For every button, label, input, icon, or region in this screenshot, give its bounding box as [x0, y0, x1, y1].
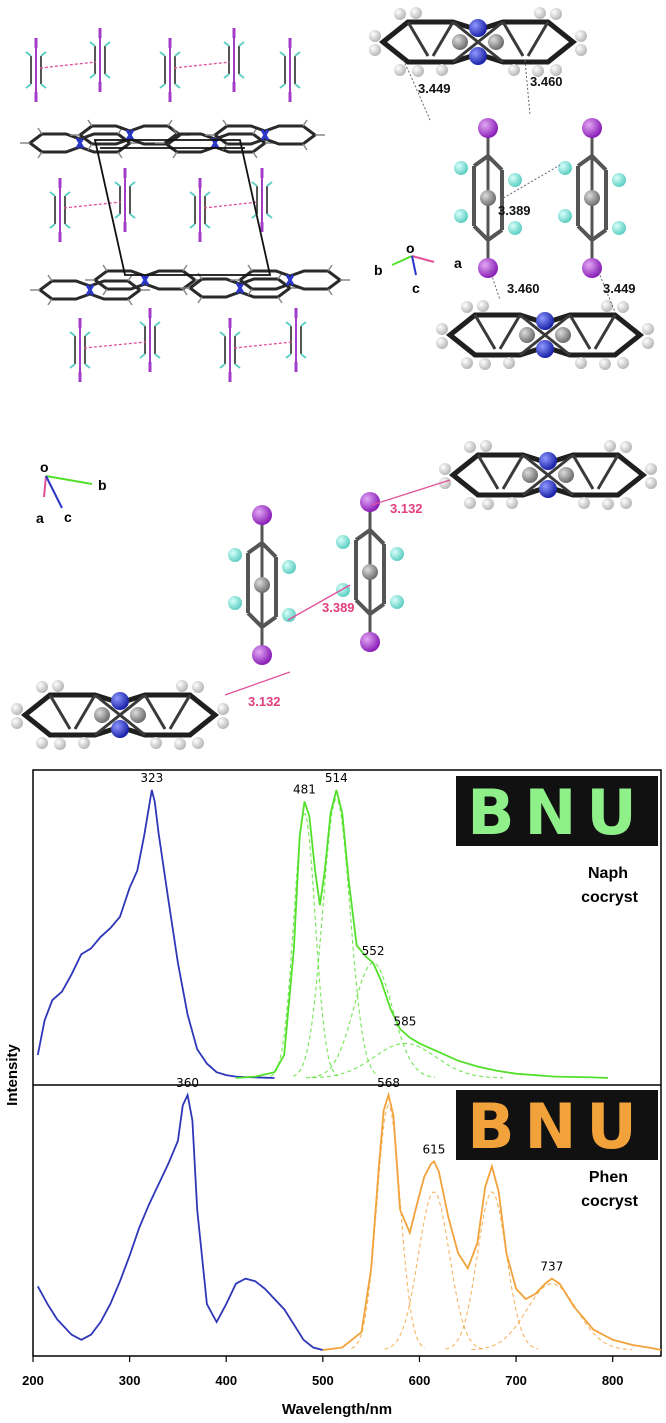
- x-tick-label: 600: [409, 1373, 431, 1388]
- axis-label-b-c: b: [98, 477, 107, 493]
- peak-label-360: 360: [176, 1076, 199, 1090]
- molecule-top: [369, 7, 587, 77]
- x-tick-label: 800: [602, 1373, 624, 1388]
- axis-label-a-c: a: [36, 510, 44, 526]
- x-axis-label: Wavelength/nm: [282, 1401, 392, 1418]
- distance-label-b1: 3.449: [418, 81, 451, 96]
- excitation-trace-phen: [37, 1092, 324, 1351]
- fit-component-naph-481: [270, 812, 339, 1077]
- peak-label-737: 737: [540, 1260, 563, 1274]
- excitation-trace-naph: [36, 789, 275, 1079]
- packing-diagram: [18, 26, 352, 384]
- sample-label-line1: Phen: [589, 1169, 628, 1186]
- bnu-badge-text: BNU: [467, 1090, 647, 1163]
- emission-trace-naph: [235, 789, 608, 1079]
- sample-label-line2: cocryst: [581, 1193, 639, 1210]
- peak-label-585: 585: [394, 1014, 417, 1028]
- peak-label-323: 323: [140, 771, 163, 785]
- axis-label-o-c: o: [40, 459, 49, 475]
- molecule-row-2: [28, 263, 352, 307]
- x-tick-label: 500: [312, 1373, 334, 1388]
- x-tick-label: 300: [119, 1373, 141, 1388]
- peak-label-514: 514: [325, 771, 348, 785]
- molecule-right: [439, 440, 657, 510]
- dfb-row-bottom: [68, 306, 308, 384]
- axis-label-c-c: c: [64, 509, 72, 525]
- axis-label-a-b: a: [454, 255, 462, 271]
- axis-triad-c: o b a c: [36, 459, 107, 526]
- sample-label-line1: Naph: [588, 865, 628, 882]
- peak-label-615: 615: [423, 1142, 446, 1156]
- fit-component-naph-552: [311, 962, 435, 1078]
- fit-component-phen-615: [384, 1191, 484, 1350]
- peak-label-552: 552: [362, 944, 385, 958]
- unit-cell: [93, 139, 272, 276]
- peak-label-568: 568: [377, 1076, 400, 1090]
- axis-label-b-b: b: [374, 262, 383, 278]
- dfb-left: [452, 116, 524, 280]
- axis-label-c-b: c: [412, 280, 420, 296]
- dfb-row-middle: [48, 166, 274, 244]
- axis-triad-b: o b a c: [374, 240, 462, 296]
- dfb-left-c: [226, 503, 298, 667]
- spectra-chart: 200 300 400 500 600 700 800 323 481 514 552 585 360…: [4, 769, 662, 1418]
- bnu-badge-text: BNU: [467, 776, 647, 849]
- stacking-detail: 3.449 3.460 3.389 3.460 3.449 o b a c: [369, 7, 654, 370]
- distance-label-c2: 3.389: [322, 600, 355, 615]
- emission-trace-phen: [322, 1091, 662, 1351]
- molecule-bottom: [436, 300, 654, 370]
- x-tick-label: 700: [505, 1373, 527, 1388]
- distance-label-b2: 3.460: [530, 74, 563, 89]
- dfb-right-c: [334, 490, 406, 654]
- sample-label-line2: cocryst: [581, 889, 639, 906]
- distance-label-c1: 3.132: [390, 501, 423, 516]
- molecule-row-1: [18, 118, 327, 160]
- bnu-badge-bg: [456, 1090, 658, 1160]
- halogen-bond-detail: 3.132 3.389 3.132 o b a c: [11, 440, 657, 750]
- distance-label-b3: 3.389: [498, 203, 531, 218]
- bnu-badge-bg: [456, 776, 658, 846]
- x-tick-label: 200: [22, 1373, 44, 1388]
- distance-label-b4: 3.460: [507, 281, 540, 296]
- dfb-right: [556, 116, 628, 280]
- y-axis-label: Intensity: [4, 1044, 21, 1106]
- distance-label-b5: 3.449: [603, 281, 636, 296]
- x-tick-label: 400: [215, 1373, 237, 1388]
- distance-label-c3: 3.132: [248, 694, 281, 709]
- axis-label-o-b: o: [406, 240, 415, 256]
- peak-label-481: 481: [293, 783, 316, 797]
- fit-component-naph-585: [305, 1042, 504, 1079]
- fit-component-phen-568: [351, 1104, 426, 1349]
- dfb-row-top: [24, 26, 302, 104]
- fit-component-phen-737: [471, 1283, 632, 1351]
- molecule-left: [11, 680, 229, 750]
- fit-component-naph-514: [292, 798, 379, 1077]
- fit-component-phen-675: [445, 1191, 539, 1350]
